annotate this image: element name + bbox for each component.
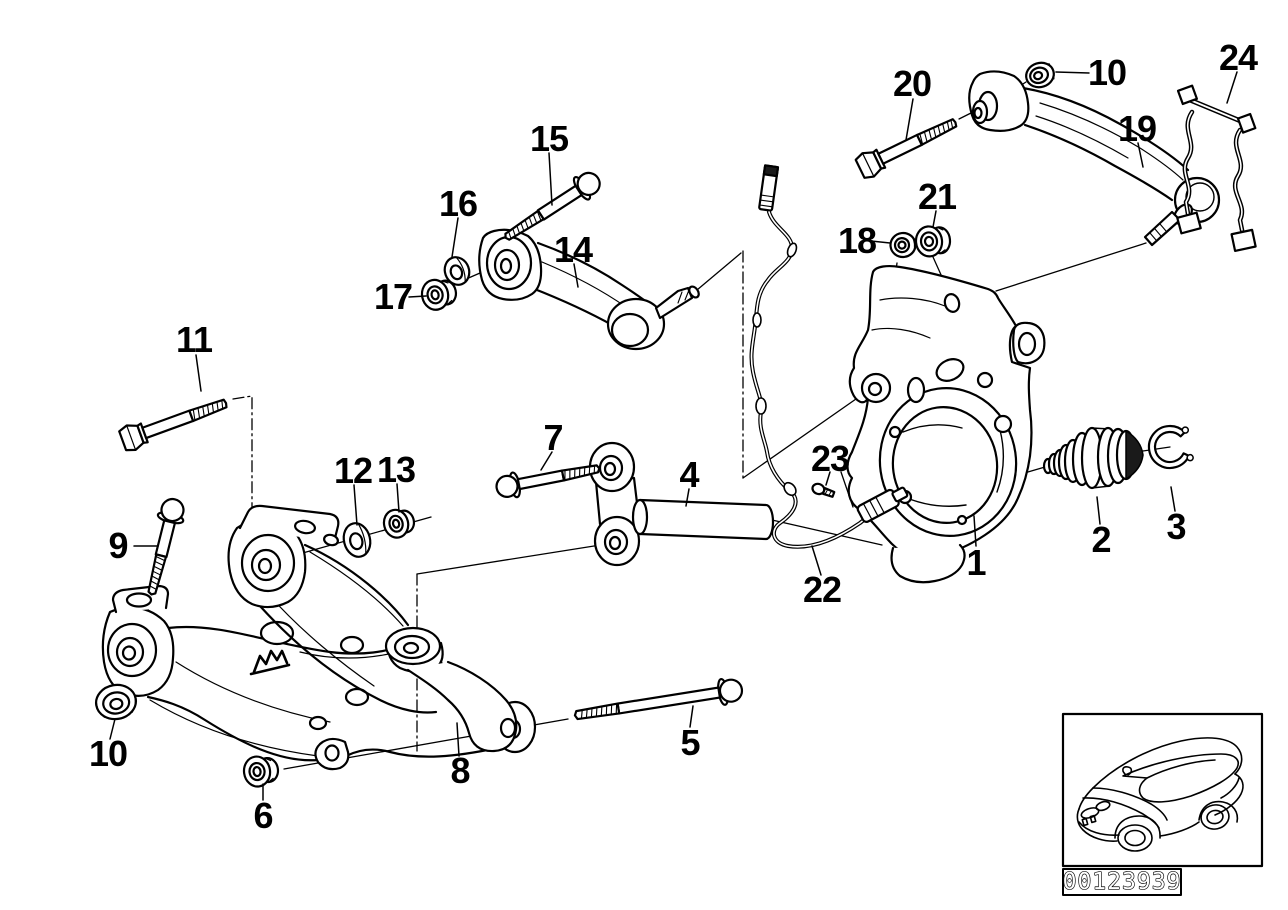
part-label-8[interactable]: 8 bbox=[450, 750, 470, 791]
part-label-9[interactable]: 9 bbox=[108, 525, 128, 566]
bolt-9-drawing bbox=[147, 497, 185, 596]
image-id-box: 00123939 bbox=[1062, 868, 1182, 896]
part-label-23[interactable]: 23 bbox=[810, 438, 850, 479]
bolt-15-drawing bbox=[504, 171, 601, 241]
leader-lines bbox=[109, 71, 1238, 801]
nut-6-drawing bbox=[242, 755, 280, 788]
screw-23-drawing bbox=[811, 482, 836, 498]
bolt-20-drawing bbox=[854, 118, 958, 179]
trailing-arm-drawing bbox=[968, 70, 1221, 247]
bolt-11-drawing bbox=[118, 398, 228, 452]
nut-13-drawing bbox=[382, 508, 416, 539]
bolt-5-drawing bbox=[573, 677, 744, 721]
part-label-6[interactable]: 6 bbox=[253, 795, 273, 836]
wheel-carrier-drawing bbox=[846, 264, 1046, 584]
part-label-10[interactable]: 10 bbox=[1087, 52, 1127, 93]
part-label-5[interactable]: 5 bbox=[680, 722, 700, 763]
snap-ring-drawing bbox=[1147, 424, 1194, 470]
abs-sensor-drawing bbox=[749, 164, 909, 549]
part-label-21[interactable]: 21 bbox=[917, 176, 957, 217]
part-label-3[interactable]: 3 bbox=[1166, 506, 1186, 547]
part-label-24[interactable]: 24 bbox=[1218, 37, 1258, 78]
washer-12-drawing bbox=[342, 522, 372, 558]
part-label-17[interactable]: 17 bbox=[373, 276, 413, 317]
bushing-10-bottom-drawing bbox=[94, 683, 138, 721]
part-label-18[interactable]: 18 bbox=[837, 220, 877, 261]
brake-sensor-cables-drawing bbox=[1176, 84, 1257, 252]
part-label-20[interactable]: 20 bbox=[892, 63, 932, 104]
image-id-text: 00123939 bbox=[1063, 869, 1182, 895]
swinging-arm-drawing bbox=[227, 504, 518, 753]
cv-boot-drawing bbox=[1042, 426, 1144, 490]
part-label-14[interactable]: 14 bbox=[553, 229, 593, 270]
bolt-7-drawing bbox=[495, 464, 601, 499]
integral-link-drawing bbox=[588, 441, 775, 567]
part-label-15[interactable]: 15 bbox=[529, 118, 569, 159]
washer-18-drawing bbox=[889, 231, 917, 259]
part-label-22[interactable]: 22 bbox=[802, 569, 842, 610]
part-label-11[interactable]: 11 bbox=[175, 319, 213, 360]
part-label-16[interactable]: 16 bbox=[438, 183, 478, 224]
part-label-2[interactable]: 2 bbox=[1091, 519, 1111, 560]
bushing-sleeve bbox=[638, 498, 775, 541]
part-label-1[interactable]: 1 bbox=[966, 542, 986, 583]
car-thumbnail bbox=[1061, 712, 1264, 868]
part-label-7[interactable]: 7 bbox=[543, 417, 563, 458]
track-rod-drawing bbox=[478, 228, 700, 351]
part-label-10[interactable]: 10 bbox=[88, 733, 128, 774]
nut-21-drawing bbox=[914, 225, 952, 258]
bushing-10-top-drawing bbox=[1025, 61, 1055, 89]
part-label-13[interactable]: 13 bbox=[376, 449, 416, 490]
part-label-12[interactable]: 12 bbox=[333, 450, 373, 491]
subframe-drawing bbox=[101, 584, 537, 771]
washer-16-drawing bbox=[443, 256, 471, 286]
part-label-19[interactable]: 19 bbox=[1117, 108, 1157, 149]
part-label-4[interactable]: 4 bbox=[679, 454, 699, 495]
nut-17-drawing bbox=[420, 278, 458, 311]
